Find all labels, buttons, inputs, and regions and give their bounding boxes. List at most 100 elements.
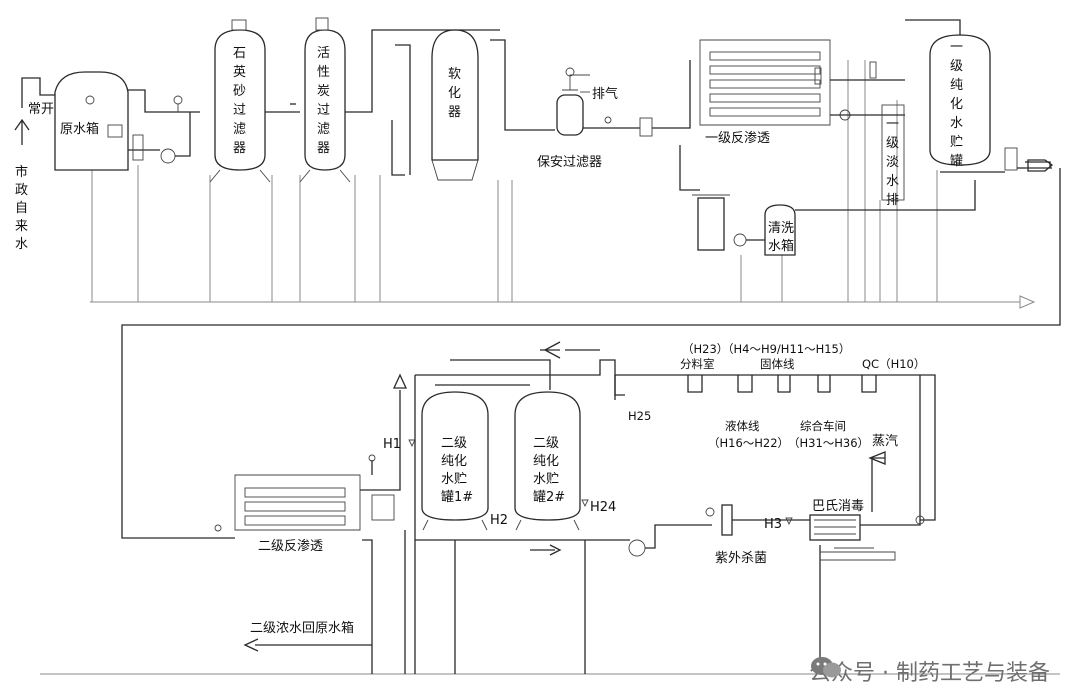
svg-text:水箱: 水箱 [768,238,794,254]
raw-water-tank [54,71,129,171]
pw2-tank-2 [514,391,581,521]
inlet-arrow-icon [14,118,30,145]
ro1-concentrate-label: 一 级 淡 水 排 [886,117,899,208]
raw-tank-label: 原水箱 [60,121,99,137]
workshop-h-label: （H31～H36） [788,436,869,450]
uv-label: 紫外杀菌 [715,551,767,566]
svg-text:水贮: 水贮 [441,472,467,487]
svg-text:罐: 罐 [950,154,963,169]
carbon-filter-label: 活 性 炭 过 滤 器 [317,46,330,156]
svg-text:纯化: 纯化 [533,454,559,469]
svg-text:市: 市 [15,164,28,180]
quartz-filter-label: 石 英 砂 过 滤 器 [233,46,246,156]
svg-text:化: 化 [448,86,461,101]
liquid-line-h-label: （H16～H22） [708,436,789,450]
svg-text:级: 级 [950,59,963,74]
use-points [614,375,877,396]
cleaning-tank-label: 清洗 水箱 [768,221,794,254]
svg-text:淡: 淡 [886,155,899,170]
svg-text:炭: 炭 [317,84,330,99]
dispense-label: 分料室 [680,357,715,371]
svg-text:贮: 贮 [950,135,963,150]
pasteur-label: 巴氏消毒 [812,499,864,514]
svg-text:过: 过 [233,103,246,118]
ro2-label: 二级反渗透 [258,539,323,554]
svg-text:水: 水 [15,237,28,252]
security-filter [556,94,584,136]
svg-text:水贮: 水贮 [533,472,559,487]
cleaning-tank [764,204,796,256]
city-water-text: 市 政 自 来 水 [15,164,28,252]
pw2-tank2-label: 二级 纯化 水贮 罐2# [533,436,565,505]
h23-label: （H23） [682,342,728,356]
wechat-icon [811,657,842,678]
svg-text:砂: 砂 [233,84,246,99]
svg-text:石: 石 [233,46,246,61]
h1-label: H1 [383,437,401,452]
svg-text:清洗: 清洗 [768,221,794,236]
cartridge-filter [697,197,725,251]
h24-label: H24 [590,500,616,515]
softener-label: 软 化 器 [448,67,461,120]
liquid-line-label: 液体线 [725,419,760,433]
svg-text:水: 水 [950,116,963,131]
svg-text:活: 活 [317,46,330,61]
svg-text:一: 一 [950,40,963,55]
pump-icon [628,539,646,557]
svg-text:自: 自 [15,201,28,216]
svg-text:罐2#: 罐2# [533,490,565,505]
concentrate-return-label: 二级浓水回原水箱 [250,620,354,636]
qc-label: QC（H10） [862,357,925,371]
watermark-text: 公众号 · 制药工艺与装备 [809,661,1050,686]
h4-label: （H4～H9/H11～H15） [722,342,850,356]
svg-text:排: 排 [886,193,899,208]
svg-text:罐1#: 罐1# [441,490,473,505]
quartz-filter-tank [214,29,266,171]
solid-line-label: 固体线 [760,357,795,371]
h2-label: H2 [490,513,508,528]
pump-icon [733,233,747,247]
steam-arrow-icon [868,451,886,465]
normally-open-label: 常开 [28,102,54,117]
pump-icon [160,148,176,164]
pw2-tank1-label: 二级 纯化 水贮 罐1# [441,436,473,505]
ro2-membranes [234,474,361,531]
ro1-label: 一级反渗透 [705,131,770,146]
uv-sterilizer [721,504,733,536]
workshop-label: 综合车间 [800,419,846,433]
pw1-tank-label: 一 级 纯 化 水 贮 罐 [950,40,963,169]
svg-text:化: 化 [950,97,963,112]
up-arrow-icon [392,373,408,389]
svg-text:二级: 二级 [441,436,467,451]
svg-text:性: 性 [317,65,330,80]
svg-text:器: 器 [448,105,461,120]
svg-text:纯化: 纯化 [441,454,467,469]
svg-text:滤: 滤 [233,122,246,137]
svg-text:水: 水 [886,174,899,189]
svg-text:器: 器 [317,141,330,156]
svg-text:纯: 纯 [950,78,963,93]
steam-label: 蒸汽 [872,434,898,449]
h25-label: H25 [628,409,651,423]
watermark: 公众号 · 制药工艺与装备 [809,655,1050,687]
drain-arrow-icon [1019,295,1036,309]
pasteurizer [809,514,861,541]
svg-text:一: 一 [886,117,899,132]
svg-text:器: 器 [233,141,246,156]
pw1-tank [929,34,991,166]
svg-text:英: 英 [233,65,246,80]
drain-lines [91,60,938,302]
svg-text:滤: 滤 [317,122,330,137]
svg-text:过: 过 [317,103,330,118]
svg-text:来: 来 [15,219,28,234]
security-filter-label: 保安过滤器 [537,155,602,170]
svg-text:二级: 二级 [533,436,559,451]
carbon-filter-tank [304,29,346,171]
svg-text:软: 软 [448,67,461,82]
svg-text:政: 政 [15,183,28,198]
ro1-membranes [699,39,831,126]
pw2-tank-1 [421,391,489,521]
softener-tank [431,29,479,161]
